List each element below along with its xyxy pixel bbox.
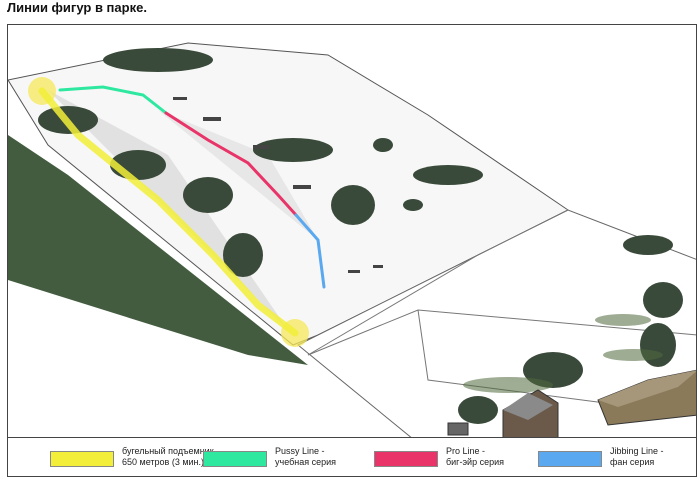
page-title: Линии фигур в парке.	[7, 0, 147, 15]
tree-cluster	[643, 282, 683, 318]
legend-line1: Jibbing Line -	[610, 446, 664, 456]
tree-cluster	[103, 48, 213, 72]
legend-line2: учебная серия	[275, 457, 337, 467]
tree-cluster	[373, 138, 393, 152]
legend-label-pro: Pro Line - биг-эйр серия	[446, 446, 504, 468]
building	[502, 389, 559, 437]
legend-line1: Pussy Line -	[275, 446, 325, 456]
jibbing-line	[294, 213, 326, 289]
tree-cluster	[253, 138, 333, 162]
tree-shadows	[463, 314, 663, 393]
legend-swatch-lift	[50, 451, 114, 467]
obstacles	[173, 97, 383, 273]
legend-swatch-jibbing	[538, 451, 602, 467]
building	[447, 422, 469, 436]
legend-line2: фан серия	[610, 457, 655, 467]
tree-cluster	[413, 165, 483, 185]
lift-line	[38, 87, 299, 337]
obstacle	[253, 145, 269, 149]
obstacle	[173, 97, 187, 100]
obstacle	[373, 265, 383, 268]
tree-clusters	[38, 48, 683, 424]
tree-cluster	[623, 235, 673, 255]
tree-cluster	[183, 177, 233, 213]
legend-line1: бугельный подъемник	[122, 446, 214, 456]
obstacle	[293, 185, 311, 189]
building	[597, 369, 696, 426]
hillside-slope	[8, 135, 308, 365]
pussy-line	[58, 85, 168, 115]
legend-label-lift: бугельный подъемник 650 метров (3 мин.)	[122, 446, 214, 468]
tree-shadow	[603, 349, 663, 361]
park-map-drawing	[8, 42, 696, 437]
terrain-line	[307, 209, 569, 356]
legend-swatch-pussy	[203, 451, 267, 467]
legend-swatch-pro	[374, 451, 438, 467]
tree-cluster	[523, 352, 583, 388]
legend-line1: Pro Line -	[446, 446, 486, 456]
tree-shadow	[595, 314, 651, 326]
obstacle	[348, 270, 360, 273]
legend-label-jibbing: Jibbing Line - фан серия	[610, 446, 664, 468]
shadow-area	[158, 110, 318, 240]
tree-cluster	[403, 199, 423, 211]
legend: бугельный подъемник 650 метров (3 мин.) …	[7, 438, 697, 477]
tree-cluster	[458, 396, 498, 424]
tree-shadow	[463, 377, 553, 393]
tree-cluster	[223, 233, 263, 277]
legend-line2: 650 метров (3 мин.)	[122, 457, 205, 467]
legend-label-pussy: Pussy Line - учебная серия	[275, 446, 336, 468]
park-map	[7, 24, 697, 438]
tree-cluster	[331, 185, 375, 225]
legend-line2: биг-эйр серия	[446, 457, 504, 467]
obstacle	[203, 117, 221, 121]
pro-line	[164, 111, 298, 217]
